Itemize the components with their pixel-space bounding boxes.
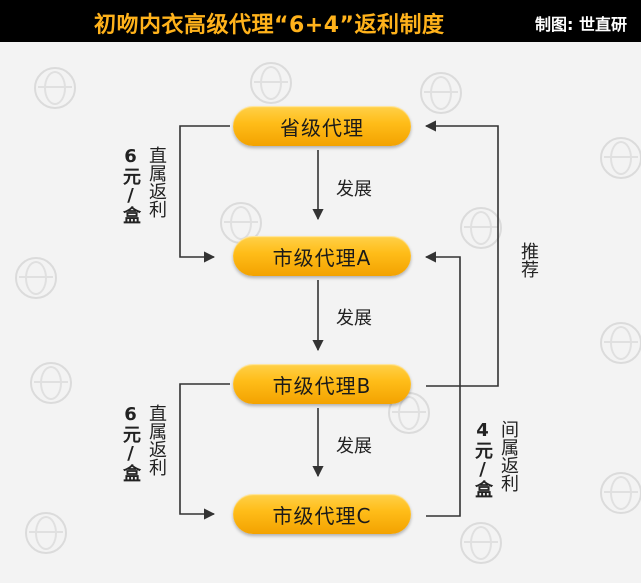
develop-label-3: 发展 bbox=[336, 436, 372, 457]
node-provincial-agent: 省级代理 bbox=[233, 106, 411, 146]
watermark-logo-icon bbox=[34, 67, 76, 109]
credit-label: 制图: 世直研 bbox=[535, 15, 627, 34]
indirect-rebate-type: 间属返利 bbox=[498, 420, 519, 492]
direct-rebate-top-amount: 6元/盒 bbox=[120, 146, 141, 224]
node-city-agent-b: 市级代理B bbox=[233, 364, 411, 404]
watermark-logo-icon bbox=[460, 207, 502, 249]
direct-rebate-top-connector bbox=[179, 125, 230, 263]
watermark-logo-icon bbox=[30, 362, 72, 404]
develop-label-1: 发展 bbox=[336, 179, 372, 200]
watermark-logo-icon bbox=[15, 257, 57, 299]
direct-rebate-bottom-type: 直属返利 bbox=[146, 404, 167, 476]
node-city-agent-a: 市级代理A bbox=[233, 236, 411, 276]
page-title: 初吻内衣高级代理“6+4”返利制度 bbox=[94, 13, 445, 38]
diagram-canvas bbox=[0, 42, 641, 583]
recommend-connector bbox=[424, 120, 499, 387]
node-city-agent-c: 市级代理C bbox=[233, 494, 411, 534]
direct-rebate-top-type: 直属返利 bbox=[146, 146, 167, 218]
indirect-rebate-amount: 4元/盒 bbox=[472, 420, 493, 498]
header-bar: 初吻内衣高级代理“6+4”返利制度 制图: 世直研 bbox=[0, 0, 641, 42]
watermark-logo-icon bbox=[25, 512, 67, 554]
indirect-rebate-connector bbox=[424, 251, 461, 517]
recommend-label: 推荐 bbox=[518, 242, 539, 278]
watermark-logo-icon bbox=[250, 62, 292, 104]
watermark-logo-icon bbox=[460, 522, 502, 564]
direct-rebate-bottom-connector bbox=[179, 383, 230, 520]
develop-label-2: 发展 bbox=[336, 308, 372, 329]
watermark-logo-icon bbox=[420, 72, 462, 114]
direct-rebate-bottom-amount: 6元/盒 bbox=[120, 404, 141, 482]
watermark-logo-icon bbox=[388, 392, 430, 434]
